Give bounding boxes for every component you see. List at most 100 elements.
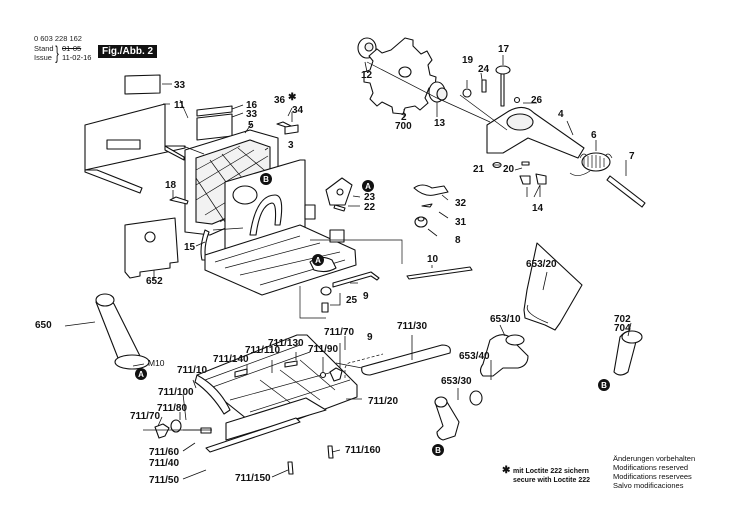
figure-label: Fig./Abb. 2 <box>98 45 158 58</box>
lever-32 <box>413 184 449 196</box>
dust-bag-653-20 <box>523 242 583 331</box>
issue-label: Issue <box>34 53 52 62</box>
svg-text:A: A <box>315 256 321 265</box>
guide-711-20 <box>194 334 358 453</box>
clip-31 <box>421 203 433 208</box>
part-label: 36 <box>274 95 286 106</box>
modifications-en: Modifications reserved <box>613 463 689 472</box>
part-label: 653/10 <box>490 314 521 325</box>
part-label: 652 <box>146 276 163 287</box>
modifications-fr: Modifications reservees <box>613 472 692 481</box>
part-label: 31 <box>455 217 467 228</box>
part-label: 9 <box>367 332 373 343</box>
modifications-notice: Änderungen vorbehalten Modifications res… <box>613 454 695 490</box>
screw-24 <box>481 79 487 93</box>
part-label: 711/30 <box>397 321 427 332</box>
elbow-653-30 <box>434 396 460 441</box>
svg-text:A: A <box>138 370 144 379</box>
loctite-footnote: ✱ mit Loctite 222 sichern secure with Lo… <box>502 466 591 485</box>
part-label: 34 <box>292 105 304 116</box>
part-label: 704 <box>614 323 631 334</box>
part-label: 33 <box>246 109 258 120</box>
part-label: 26 <box>531 95 543 106</box>
svg-text:B: B <box>263 175 269 184</box>
part-label: 8 <box>455 235 461 246</box>
screw-18 <box>169 196 189 205</box>
part-label: 23 <box>364 192 376 203</box>
label-16-33 <box>196 105 233 141</box>
part-label: 15 <box>184 242 196 253</box>
part-label: 7 <box>629 151 635 162</box>
flange-12 <box>357 37 377 59</box>
screw-711-160 <box>327 445 334 459</box>
knob-711-70b <box>154 423 170 439</box>
adapter-702-704 <box>613 330 643 376</box>
spring-6 <box>569 152 613 176</box>
part-label: 711/100 <box>158 387 194 398</box>
marker-a-handle: A <box>135 368 147 380</box>
cover-652 <box>124 217 179 279</box>
part-label: 711/60 <box>149 447 179 458</box>
part-label: 11 <box>174 100 185 111</box>
part-label: 20 <box>503 164 515 175</box>
part-label: 711/50 <box>149 475 179 486</box>
part-label: 711/150 <box>235 473 271 484</box>
part-label: 32 <box>455 198 467 209</box>
part-label: 22 <box>364 202 376 213</box>
base-plate-3 <box>204 159 357 296</box>
knob-17 <box>495 65 511 107</box>
lever-23 <box>325 177 353 206</box>
cover-11 <box>84 103 186 194</box>
part-label: 702 <box>614 314 631 325</box>
svg-text:B: B <box>435 446 441 455</box>
part-label: 711/70 <box>324 327 354 338</box>
part-label: 13 <box>434 118 446 129</box>
adapter-653-10 <box>479 334 529 377</box>
washer-711-90 <box>319 371 327 379</box>
marker-b-adapter: B <box>598 379 610 391</box>
parts-25 <box>320 286 332 313</box>
screw-22 <box>333 204 346 212</box>
part-label: 33 <box>174 80 186 91</box>
marker-b-housing: B <box>260 173 272 185</box>
pin-7 <box>606 175 646 208</box>
part-label: 711/90 <box>308 344 338 355</box>
screw-711-150 <box>287 461 294 475</box>
part-label: 711/70 <box>130 411 160 422</box>
part-label: 4 <box>558 109 564 120</box>
part-label: 711/80 <box>157 403 187 414</box>
part-label: 711/10 <box>177 365 207 376</box>
stand-value: 01-05 <box>62 44 82 53</box>
hex-key-9 <box>332 271 380 288</box>
part-label: 2 <box>401 112 407 123</box>
part-label: 9 <box>363 291 369 302</box>
part-label: 711/20 <box>368 396 398 407</box>
part-label: 711/160 <box>345 445 381 456</box>
pad-711-60 <box>200 427 212 434</box>
svg-text:B: B <box>601 381 607 390</box>
part-label: 650 <box>35 320 52 331</box>
marker-a-base: A <box>312 254 324 266</box>
loctite-line-en: secure with Loctite 222 <box>513 476 591 484</box>
arm-4 <box>486 106 585 159</box>
marker-a-lever: A <box>362 180 374 192</box>
part-label: 10 <box>427 254 439 265</box>
part-label: 653/20 <box>526 259 557 270</box>
bar-711-30 <box>344 344 451 378</box>
part-label: 711/40 <box>149 458 179 469</box>
flange-13 <box>428 81 448 103</box>
asterisk-star-icon: ✱ <box>502 465 511 476</box>
part-number: 0 603 228 162 <box>34 34 82 43</box>
part-label: 653/40 <box>459 351 490 362</box>
part-label: 700 <box>395 121 412 132</box>
plate-34 <box>284 124 299 135</box>
part-label: 711/140 <box>213 354 249 365</box>
part-label: 12 <box>361 70 373 81</box>
blade-2-700 <box>363 37 437 115</box>
knob-711-70a <box>329 367 343 382</box>
loctite-line-de: mit Loctite 222 sichern <box>513 468 589 475</box>
screw-711-130 <box>284 360 298 368</box>
pin-20 <box>521 161 530 166</box>
part-label: 24 <box>478 64 490 75</box>
strip-10 <box>406 266 473 280</box>
